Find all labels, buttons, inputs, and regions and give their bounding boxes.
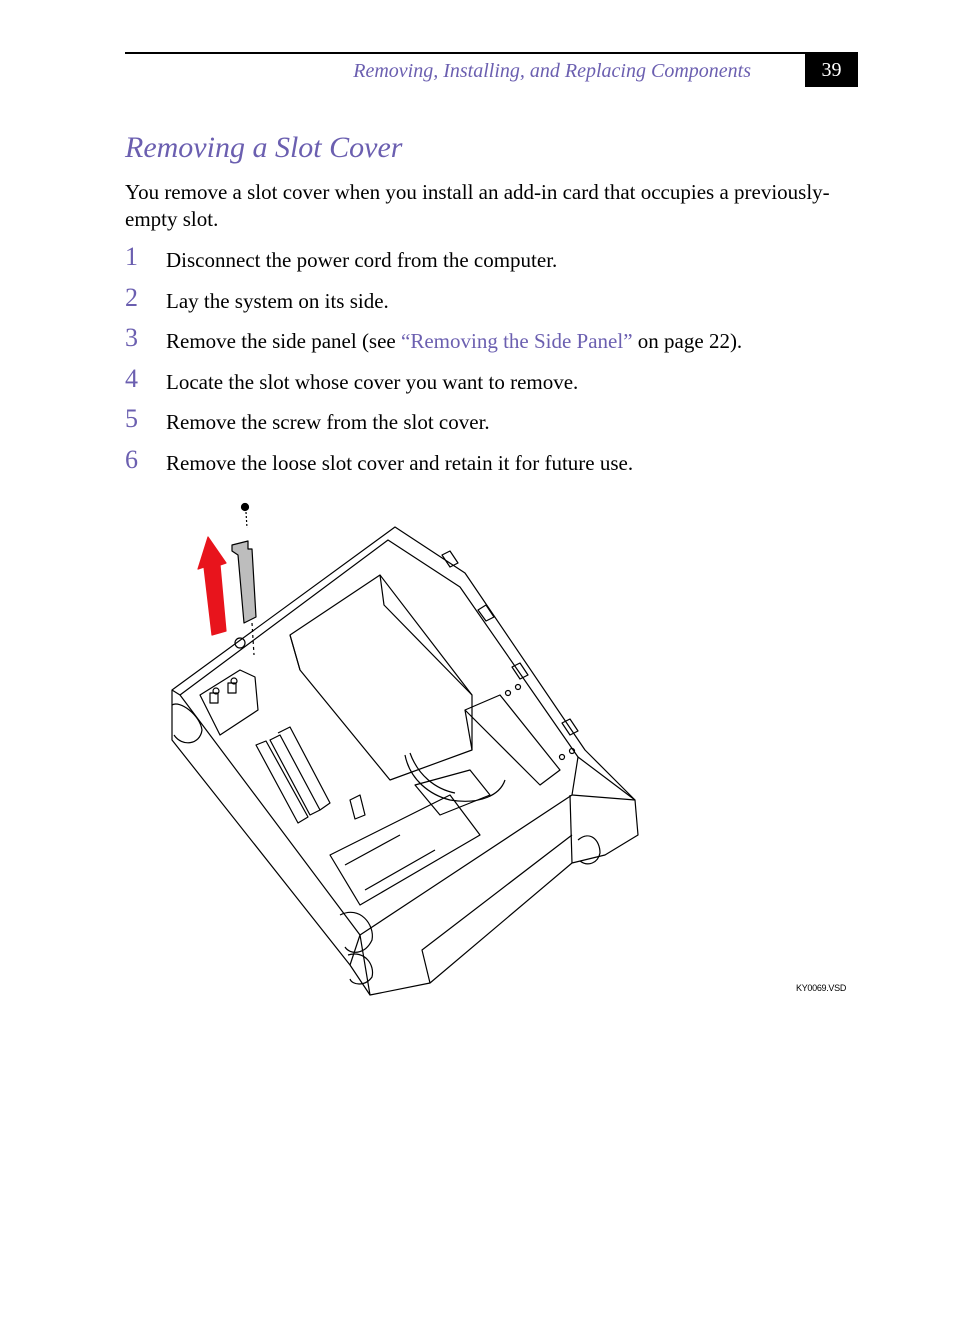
step-text: Locate the slot whose cover you want to … — [166, 369, 579, 394]
section-title: Removing a Slot Cover — [125, 131, 403, 164]
slot-cover-icon — [231, 540, 257, 656]
step-5: 5 Remove the screw from the slot cover. — [125, 404, 865, 447]
slot-cover-removal-illustration — [171, 502, 639, 996]
step-text: Lay the system on its side. — [166, 288, 389, 313]
removal-arrow-icon — [197, 536, 227, 636]
computer-chassis — [171, 526, 639, 996]
step-number: 4 — [125, 363, 138, 393]
step-text-after: on page 22). — [632, 329, 743, 354]
page-number: 39 — [805, 52, 858, 87]
step-number: 3 — [125, 323, 138, 353]
figure-code: KY0069.VSD — [796, 983, 847, 993]
step-6: 6 Remove the loose slot cover and retain… — [125, 444, 865, 488]
header-rule — [125, 52, 857, 54]
intro-paragraph: You remove a slot cover when you install… — [125, 180, 830, 231]
step-number: 2 — [125, 282, 138, 312]
cross-reference-link[interactable]: “Removing the Side Panel” — [401, 329, 633, 354]
step-3: 3 Remove the side panel (see “Removing t… — [125, 323, 865, 366]
step-text: Remove the loose slot cover and retain i… — [166, 450, 634, 475]
step-text: Remove the screw from the slot cover. — [166, 410, 490, 435]
step-text-before: Remove the side panel (see — [166, 329, 401, 354]
step-1: 1 Disconnect the power cord from the com… — [125, 242, 865, 285]
step-text: Remove the side panel (see “Removing the… — [166, 329, 742, 354]
step-number: 5 — [125, 404, 138, 434]
steps-list: 1 Disconnect the power cord from the com… — [125, 242, 865, 488]
step-number: 6 — [125, 444, 138, 474]
step-text: Disconnect the power cord from the compu… — [166, 248, 558, 272]
step-number: 1 — [125, 242, 138, 271]
screw-icon — [240, 502, 250, 529]
step-2: 2 Lay the system on its side. — [125, 282, 865, 326]
step-4: 4 Locate the slot whose cover you want t… — [125, 363, 865, 407]
running-header: Removing, Installing, and Replacing Comp… — [353, 60, 751, 82]
